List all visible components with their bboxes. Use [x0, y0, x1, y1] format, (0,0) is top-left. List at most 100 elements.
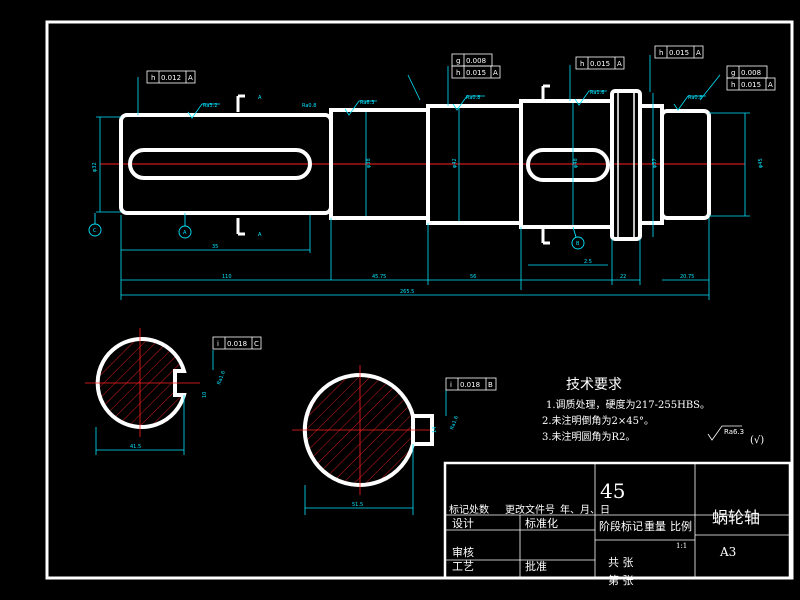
title-standardize: 标准化 [525, 516, 558, 530]
section-1-roughness: Ra1.6 [216, 370, 227, 386]
dim-d3: φ42 [452, 158, 458, 168]
roughness-4: Ra0.8 [688, 95, 702, 101]
svg-text:0.012: 0.012 [161, 74, 181, 82]
section-view-1: 41.5 10 Ra1.6 i 0.018 C [85, 328, 262, 455]
shaft-collar [610, 89, 642, 241]
svg-text:B: B [488, 381, 493, 389]
dim-l7: 265.5 [400, 289, 414, 295]
title-block: 45 蜗轮轴 A3 标记处数 更改文件号 年、月、日 设计 标准化 阶段标记 重… [443, 461, 792, 587]
dim-l3: 45.75 [372, 274, 386, 280]
tolerance-frame-4: h 0.015 A [654, 45, 704, 59]
title-row1: 标记处数 [449, 503, 489, 516]
svg-text:h: h [731, 81, 735, 89]
dim-l8: 2.5 [584, 259, 592, 265]
datum-label-c: C [93, 228, 97, 234]
roughness-6: Ra0.8 [302, 103, 316, 109]
tolerance-frame-section-1: i 0.018 C [212, 336, 262, 370]
roughness-3: Ra0.8 [466, 95, 480, 101]
tolerance-frame-3: h 0.015 A [575, 56, 625, 70]
title-scale-value: 1:1 [676, 542, 687, 550]
tolerance-leaders [137, 55, 721, 115]
title-weight: 重量 [644, 519, 666, 533]
svg-text:C: C [254, 340, 259, 348]
section-marker-b-bottom [541, 228, 550, 245]
section-marker-bottom [236, 218, 245, 236]
dim-d5: φ57 [652, 158, 658, 168]
svg-text:h: h [659, 49, 663, 57]
title-review: 审核 [452, 545, 474, 559]
svg-text:h: h [456, 69, 460, 77]
length-dimension-lines [120, 215, 710, 300]
dim-l4: 56 [470, 274, 476, 280]
title-row1b: 更改文件号 [505, 503, 555, 516]
roughness-marks: Ra3.2 Ra6.3 Ra0.8 Ra0.8 Ra1.6 Ra0.8 [187, 90, 706, 119]
drawing-frame [45, 20, 794, 580]
title-total-sheets: 共 张 [608, 556, 634, 569]
section-1-depth: 10 [202, 392, 208, 398]
dim-l2: 110 [222, 274, 232, 280]
sheet-size: A3 [719, 545, 736, 559]
svg-text:0.015: 0.015 [741, 81, 761, 89]
svg-text:A: A [188, 74, 193, 82]
keyway-1 [128, 148, 312, 180]
section-label-top: A [258, 95, 262, 101]
roughness-1: Ra3.2 [203, 103, 217, 109]
section-2-roughness: Ra1.6 [449, 415, 460, 431]
general-roughness: Ra6.3 (√) [707, 425, 764, 446]
tech-item-3: 3.未注明圆角为R2。 [542, 430, 635, 443]
keyway-2 [526, 148, 610, 182]
part-name: 蜗轮轴 [712, 508, 760, 527]
svg-text:0.015: 0.015 [669, 49, 689, 57]
section-marker-top [236, 94, 245, 112]
roughness-2: Ra6.3 [360, 100, 374, 106]
svg-text:0.015: 0.015 [466, 69, 486, 77]
tech-item-1: 1.调质处理，硬度为217-255HBS。 [546, 398, 710, 411]
title-approve: 批准 [525, 559, 547, 573]
svg-text:g: g [456, 57, 460, 65]
datum-label-a: A [183, 230, 187, 236]
section-label-bottom: A [258, 232, 262, 238]
tolerance-frame-5: g 0.008 h 0.015 A [726, 65, 776, 91]
tech-item-2: 2.未注明倒角为2×45°。 [542, 414, 654, 427]
svg-text:A: A [768, 81, 773, 89]
svg-text:0.015: 0.015 [590, 60, 610, 68]
shaft-segment-6 [660, 109, 711, 220]
dim-d4: φ48 [573, 158, 579, 168]
datum-label-b: B [576, 241, 580, 247]
svg-text:0.008: 0.008 [466, 57, 486, 65]
tech-heading: 技术要求 [566, 377, 622, 393]
svg-text:h: h [151, 74, 155, 82]
section-2-width: 51.5 [352, 502, 363, 508]
section-1-width: 41.5 [130, 444, 141, 450]
dim-d2: φ38 [366, 158, 372, 168]
svg-text:(√): (√) [750, 435, 764, 446]
dim-l6: 20.75 [680, 274, 694, 280]
datum-circles [88, 213, 585, 250]
tolerance-frame-section-2: i 0.018 B [445, 377, 497, 416]
dim-l1: 35 [212, 244, 218, 250]
title-sheet-no: 第 张 [608, 573, 634, 587]
diameter-dimension-lines [96, 93, 750, 237]
svg-text:h: h [580, 60, 584, 68]
tolerance-frame-1: h 0.012 A [146, 70, 196, 84]
title-row1c: 年、月、日 [560, 503, 610, 516]
svg-text:A: A [696, 49, 701, 57]
material-label: 45 [600, 479, 625, 503]
svg-text:g: g [731, 69, 735, 77]
section-view-2: 51.5 14 Ra1.6 i 0.018 B [292, 365, 497, 515]
title-scale: 比例 [670, 519, 692, 533]
tech-requirements: 技术要求 1.调质处理，硬度为217-255HBS。 2.未注明倒角为2×45°… [542, 377, 710, 443]
svg-text:0.018: 0.018 [460, 381, 480, 389]
svg-text:i: i [217, 340, 219, 348]
svg-text:0.018: 0.018 [227, 340, 247, 348]
svg-text:Ra6.3: Ra6.3 [724, 428, 744, 436]
title-process: 工艺 [452, 560, 474, 573]
svg-text:i: i [450, 381, 452, 389]
dim-d6: φ45 [758, 158, 764, 168]
svg-text:A: A [617, 60, 622, 68]
dim-l5: 22 [620, 274, 626, 280]
svg-text:A: A [493, 69, 498, 77]
dim-d1: φ32 [92, 162, 98, 172]
section-marker-b-top [541, 84, 550, 102]
